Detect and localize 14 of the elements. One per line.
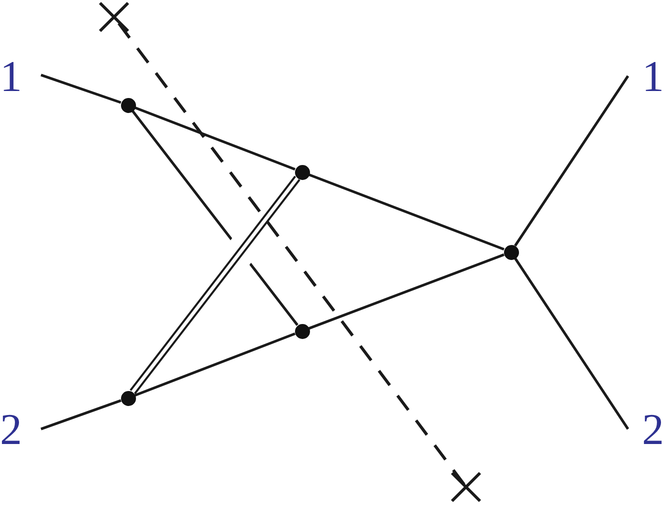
line [514,75,630,246]
leg-number: 1 [642,55,664,99]
line [40,74,122,104]
leg-number: 2 [642,408,664,452]
line [308,253,504,330]
line [134,332,296,397]
leg-number: 2 [0,408,22,452]
leg-number: 1 [0,55,22,99]
line [132,110,298,326]
line [514,258,630,430]
line [308,173,504,251]
double-line [130,176,300,394]
line [134,106,296,171]
line [40,399,122,430]
